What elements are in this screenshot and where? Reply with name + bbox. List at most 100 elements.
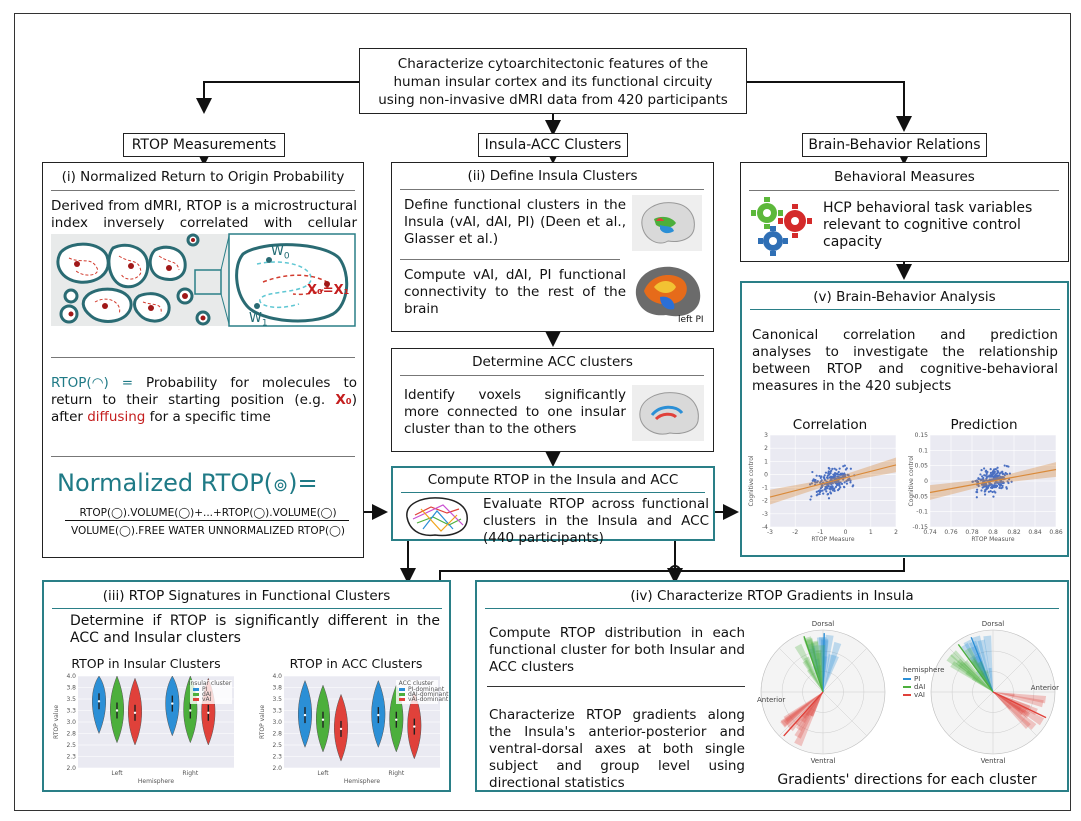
data-point	[984, 485, 988, 488]
y-axis-label: RTOP value	[259, 705, 266, 739]
data-point	[827, 492, 830, 496]
x-tick-label: Right	[388, 770, 404, 777]
legend-label: PI	[914, 675, 920, 683]
data-point	[991, 474, 994, 477]
y-tick-label: 3.3	[272, 708, 282, 715]
x-tick-label: 0.76	[944, 529, 958, 536]
legend-swatch	[193, 698, 199, 701]
y-tick-label: 3.0	[66, 719, 76, 726]
x-tick-label: Left	[317, 770, 329, 777]
data-point	[833, 481, 837, 484]
data-point	[827, 497, 831, 500]
data-point	[843, 472, 846, 475]
x-tick-label: 0.86	[1049, 529, 1063, 536]
data-point	[811, 470, 814, 474]
polar-wedge	[955, 658, 993, 692]
polar-wedge	[957, 661, 993, 692]
polar-wedge	[972, 655, 993, 692]
data-point	[983, 479, 986, 482]
polar-wedge	[806, 668, 823, 692]
polar-wedge	[817, 665, 823, 692]
data-point	[998, 472, 1001, 475]
compute-rtop-title: Compute RTOP in the Insula and ACC	[427, 472, 679, 488]
panel-acc-clusters: Determine ACC clusters Identify voxels s…	[391, 348, 714, 452]
data-point	[977, 484, 980, 488]
data-point	[815, 474, 818, 477]
y-tick-label: 2.3	[272, 754, 282, 761]
data-point	[841, 475, 845, 479]
header-insula-acc-clusters: Insula-ACC Clusters	[478, 133, 628, 157]
data-point	[984, 470, 987, 473]
polar-wedge	[993, 692, 1022, 712]
polar-wedge	[976, 662, 993, 692]
top-line-2: human insular cortex and its functional …	[393, 74, 713, 90]
violin-median	[303, 713, 307, 717]
legend-label: vAI	[202, 696, 212, 703]
data-point	[840, 482, 844, 485]
data-point	[829, 492, 833, 495]
data-point	[815, 490, 818, 493]
data-point	[1007, 481, 1010, 485]
violin-median	[133, 711, 137, 714]
data-point	[849, 479, 852, 482]
x-axis-label: Hemisphere	[138, 778, 174, 785]
left-pi-label: left PI	[678, 315, 704, 325]
violin-median	[97, 700, 101, 703]
data-point	[992, 484, 995, 487]
w1-label: W1	[249, 311, 268, 329]
connectivity-brain-image	[635, 266, 701, 317]
panel-ii: (ii) Define Insula Clusters Define funct…	[391, 162, 714, 332]
data-point	[991, 486, 994, 489]
polar-wedge	[800, 692, 823, 723]
gears-icon	[751, 197, 812, 256]
y-tick-label: 3.3	[66, 708, 76, 715]
y-tick-label: 2.0	[66, 765, 76, 772]
acc-clusters-text: Identify voxels significantly more conne…	[404, 387, 626, 437]
data-point	[844, 468, 848, 471]
x-tick-label: 1	[869, 529, 873, 536]
legend-title: hemisphere	[903, 666, 944, 674]
data-point	[988, 475, 991, 478]
polar-wedge	[988, 667, 993, 692]
polar-spoke	[948, 691, 994, 737]
y-tick-label: 0.15	[915, 432, 929, 439]
data-point	[828, 467, 831, 470]
data-point	[829, 470, 832, 473]
x-tick-label: 0.84	[1028, 529, 1042, 536]
data-point	[838, 487, 841, 490]
mean-direction	[992, 691, 1047, 719]
correlation-chart-title: Correlation	[792, 417, 868, 433]
polar-wedge	[993, 692, 1015, 697]
top-line-3: using non-invasive dMRI data from 420 pa…	[378, 92, 728, 108]
data-point	[847, 474, 850, 477]
legend-label: vAI	[914, 691, 925, 699]
data-point	[810, 495, 813, 498]
data-point	[823, 477, 826, 480]
data-point	[997, 483, 1000, 486]
legend-label: dAI	[914, 683, 925, 691]
y-tick-label: 2.3	[66, 754, 76, 761]
legend-title: ACC cluster	[399, 680, 434, 687]
data-point	[1000, 487, 1003, 490]
polar-wedge	[977, 639, 993, 692]
polar-wedge	[823, 654, 834, 692]
polar-spoke	[948, 647, 994, 693]
y-tick-label: 3.5	[66, 696, 76, 703]
polar-wedge	[805, 692, 823, 717]
data-point	[832, 477, 835, 480]
data-point	[833, 473, 836, 476]
panel-iii-title: (iii) RTOP Signatures in Functional Clus…	[102, 588, 391, 604]
data-point	[995, 481, 999, 484]
top-line-1: Characterize cytoarchitectonic features …	[397, 56, 709, 72]
y-axis-label: Cognitive control	[908, 455, 915, 506]
y-tick-label: -0.1	[916, 509, 928, 516]
polar-wedge	[796, 692, 823, 732]
panel-v: (v) Brain-Behavior Analysis Canonical co…	[740, 281, 1069, 557]
panel-ii-title: (ii) Define Insula Clusters	[467, 168, 638, 184]
x-axis-label: RTOP Measure	[971, 536, 1014, 543]
polar-spoke	[822, 691, 868, 737]
normalized-denominator: VOLUME(◯).FREE WATER UNNORMALIZED RTOP(◯…	[71, 525, 345, 537]
data-point	[837, 470, 840, 474]
data-point	[980, 489, 983, 492]
